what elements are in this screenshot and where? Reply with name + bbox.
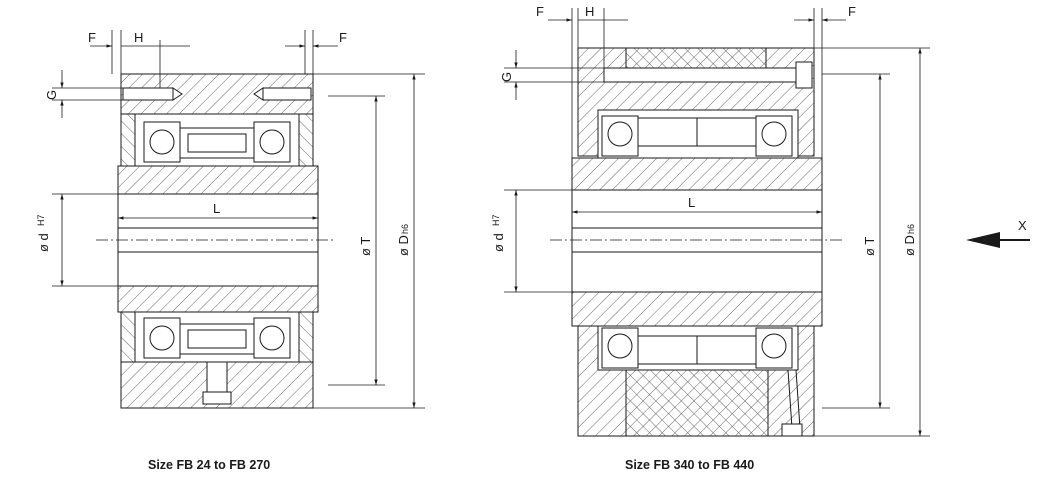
left-dim-d-tol: H7 — [36, 214, 46, 226]
right-drawing — [550, 47, 842, 437]
right-dim-F2: F — [848, 4, 856, 19]
right-dim-H: H — [585, 4, 594, 19]
view-arrow-head-icon — [966, 232, 1000, 248]
left-drawing — [96, 73, 335, 409]
left-dim-d: ø d — [36, 233, 51, 252]
right-dim-d-tol: H7 — [491, 214, 501, 226]
right-inner-ring-top — [571, 157, 823, 191]
view-arrow-label: X — [1018, 218, 1027, 233]
left-inner-ring-bottom — [117, 285, 319, 313]
left-dim-T: ø T — [358, 237, 373, 256]
right-dim-D-tol: h6 — [906, 224, 916, 234]
left-dim-D: ø D — [396, 235, 411, 256]
right-dim-T: ø T — [862, 237, 877, 256]
right-dimensions — [504, 8, 930, 437]
left-dim-F2: F — [339, 30, 347, 45]
right-dim-D: ø D — [902, 235, 917, 256]
right-dim-F1: F — [536, 4, 544, 19]
left-caption: Size FB 24 to FB 270 — [148, 458, 270, 472]
right-caption: Size FB 340 to FB 440 — [625, 458, 754, 472]
right-dim-G: G — [499, 72, 514, 82]
right-dim-L: L — [688, 195, 695, 210]
left-dim-H: H — [134, 30, 143, 45]
right-dim-d: ø d — [491, 233, 506, 252]
left-dim-F1: F — [88, 30, 96, 45]
left-dim-L: L — [213, 201, 220, 216]
left-inner-ring-top — [117, 165, 319, 195]
view-arrow: X — [966, 218, 1030, 248]
left-dim-G: G — [44, 90, 59, 100]
left-dim-D-tol: h6 — [400, 224, 410, 234]
left-dimensions — [52, 30, 425, 409]
right-inner-ring-bottom — [571, 291, 823, 327]
